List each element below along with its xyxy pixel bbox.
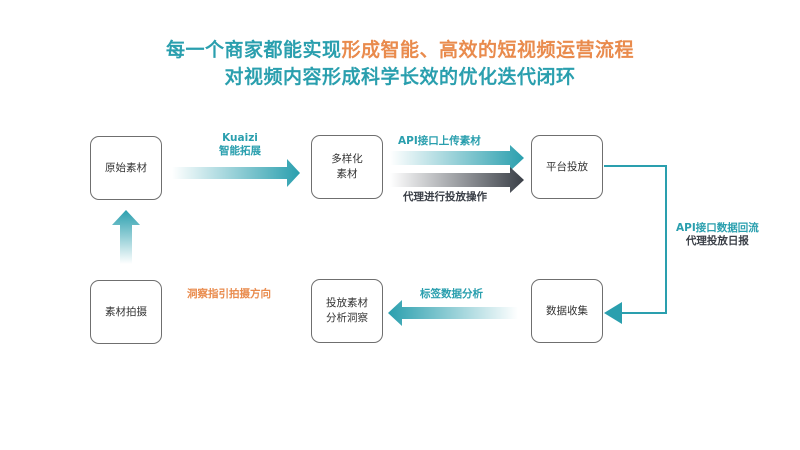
node-diverse-label-1: 多样化 <box>331 153 363 165</box>
node-data-collection-label: 数据收集 <box>546 304 588 317</box>
title-line-1-part-a: 每一个商家都能实现 <box>165 39 342 61</box>
node-analysis-label-1: 投放素材 <box>326 297 368 309</box>
edge-label-kuaizi: Kuaizi 智能拓展 <box>200 132 280 158</box>
arrow-api-upload <box>390 145 524 171</box>
edge-label-kuaizi-1: Kuaizi <box>222 132 258 144</box>
edge-label-insight-direction: 洞察指引拍摄方向 <box>187 288 271 300</box>
edge-label-agent-delivery: 代理进行投放操作 <box>403 191 487 203</box>
arrow-data-backflow <box>604 165 667 314</box>
node-raw-material: 原始素材 <box>90 136 162 200</box>
arrow-tag-analysis <box>388 300 518 326</box>
arrow-shooting-up <box>112 210 140 264</box>
edge-label-tag-analysis: 标签数据分析 <box>420 288 483 300</box>
node-platform-delivery-label: 平台投放 <box>546 160 588 173</box>
node-raw-material-label: 原始素材 <box>105 161 147 174</box>
title-line-1: 每一个商家都能实现形成智能、高效的短视频运营流程 <box>0 35 800 62</box>
edge-label-api-backflow: API接口数据回流 <box>676 222 759 234</box>
title-line-2: 对视频内容形成科学长效的优化迭代闭环 <box>224 66 576 88</box>
edge-label-agent-report: 代理投放日报 <box>685 235 749 247</box>
edge-label-api-upload: API接口上传素材 <box>398 135 481 147</box>
node-data-collection: 数据收集 <box>531 279 603 343</box>
edge-label-backflow: API接口数据回流 代理投放日报 <box>676 222 759 248</box>
node-diverse-material: 多样化 素材 <box>311 135 383 199</box>
arrow-agent-delivery <box>390 167 524 193</box>
node-shooting: 素材拍摄 <box>90 280 162 344</box>
node-diverse-label-2: 素材 <box>336 168 358 180</box>
node-analysis-label-2: 分析洞察 <box>326 312 368 324</box>
node-platform-delivery: 平台投放 <box>531 135 603 199</box>
arrow-data-backflow-head <box>604 302 622 324</box>
node-shooting-label: 素材拍摄 <box>105 305 147 318</box>
title-line-1-part-b: 形成智能、高效的短视频运营流程 <box>341 39 635 61</box>
arrow-kuaizi <box>172 159 300 187</box>
edge-label-kuaizi-2: 智能拓展 <box>219 145 261 157</box>
node-analysis: 投放素材 分析洞察 <box>311 279 383 343</box>
